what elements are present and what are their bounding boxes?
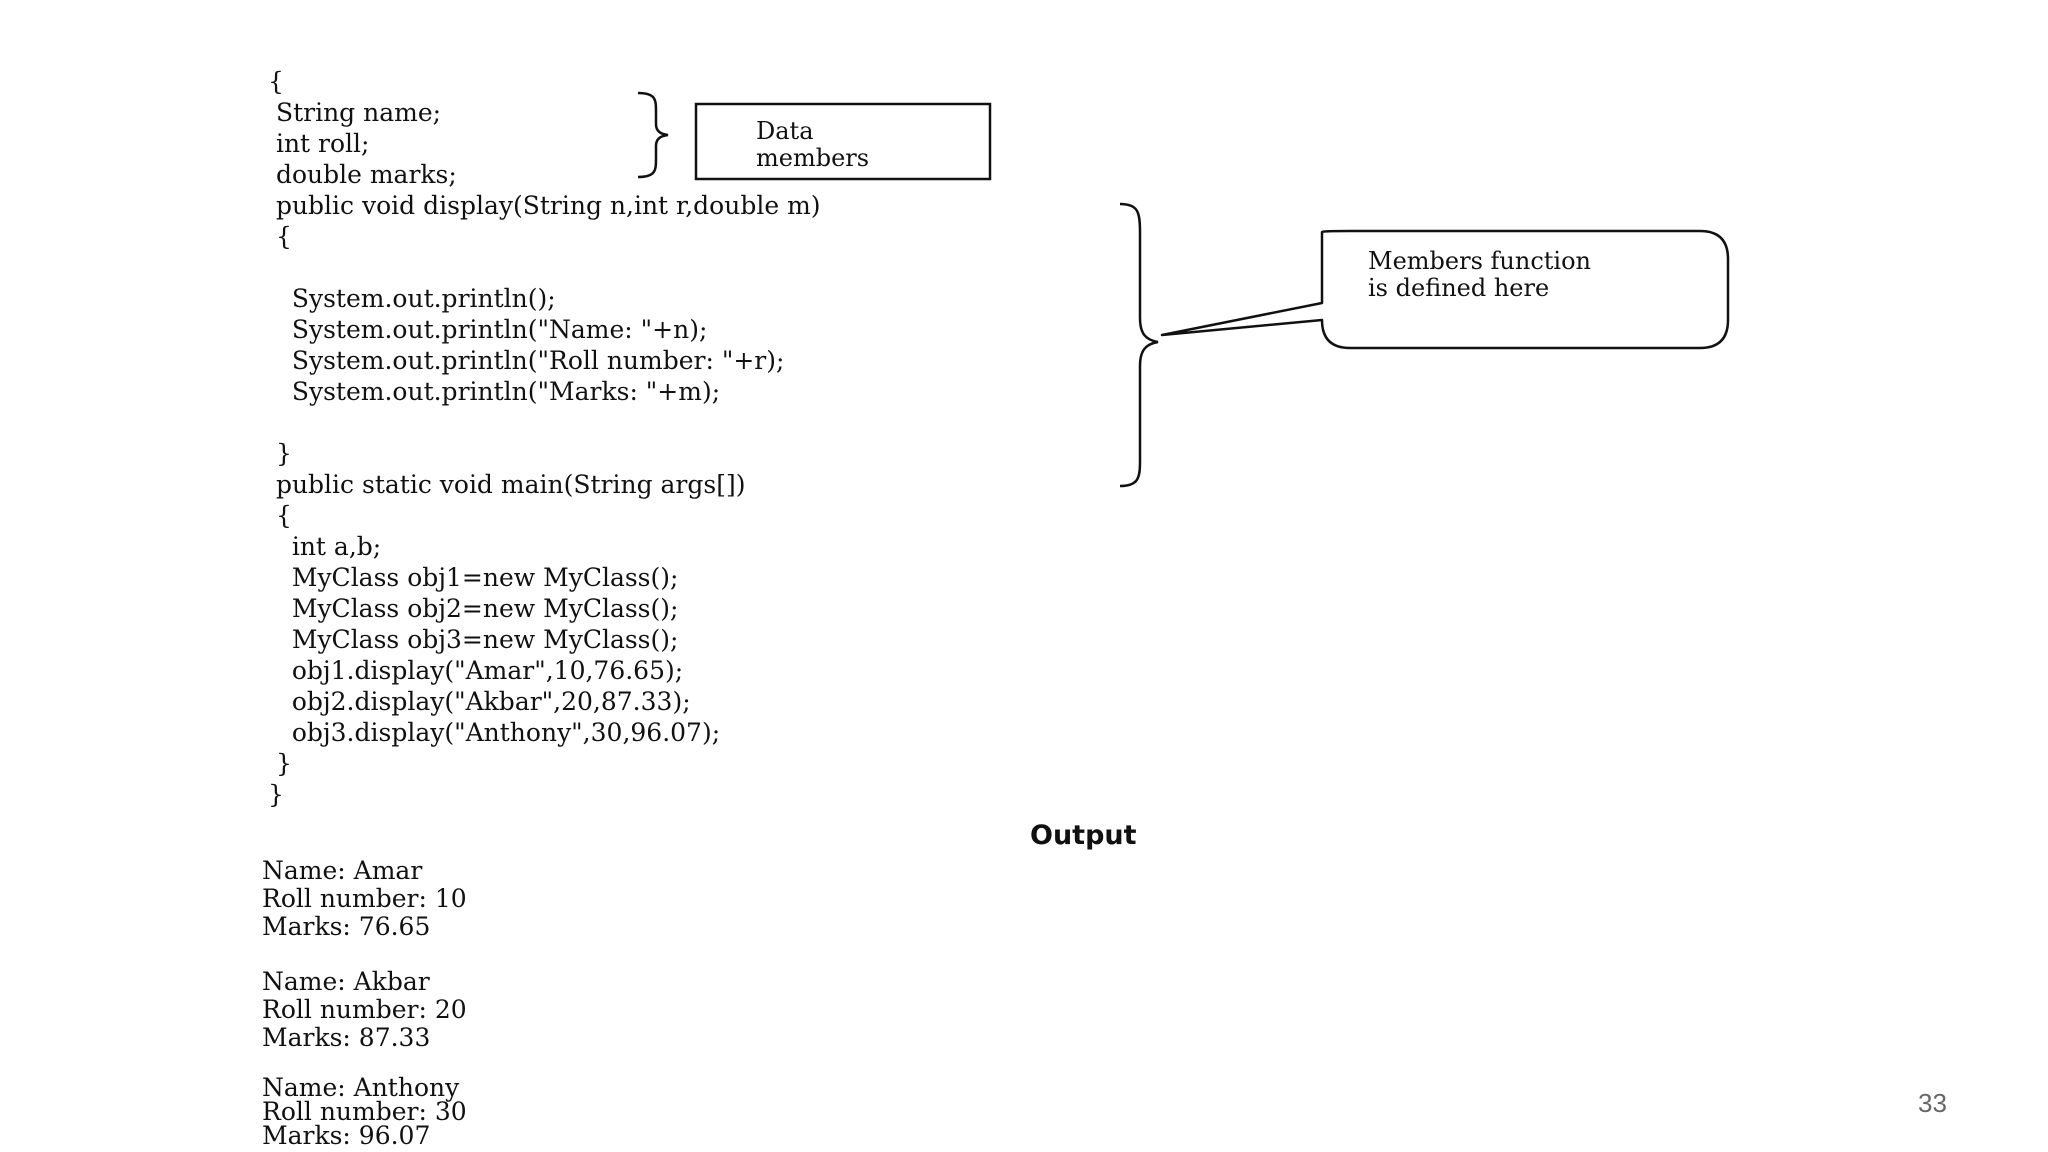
output-line: Marks: 76.65 — [262, 912, 431, 941]
data-members-label-line1: Data — [756, 117, 814, 145]
code-line: int roll; — [268, 129, 370, 158]
output-heading: Output — [1030, 820, 1137, 851]
code-line: obj3.display("Anthony",30,96.07); — [268, 718, 721, 747]
code-line: obj2.display("Akbar",20,87.33); — [268, 687, 691, 716]
code-line: System.out.println(); — [268, 284, 556, 313]
code-line: obj1.display("Amar",10,76.65); — [268, 656, 684, 685]
code-line: System.out.println("Name: "+n); — [268, 315, 708, 344]
code-line: public void display(String n,int r,doubl… — [268, 191, 821, 220]
code-line: MyClass obj2=new MyClass(); — [268, 594, 679, 623]
code-line: MyClass obj1=new MyClass(); — [268, 563, 679, 592]
data-members-brace — [637, 91, 669, 179]
code-line: { — [268, 501, 292, 530]
code-line: } — [268, 439, 292, 468]
member-function-brace — [1119, 202, 1159, 488]
output-line: Marks: 96.07 — [262, 1121, 431, 1150]
member-function-label-line2: is defined here — [1368, 274, 1550, 302]
code-line: int a,b; — [268, 532, 382, 561]
output-line: Roll number: 10 — [262, 884, 467, 913]
code-line: public static void main(String args[]) — [268, 470, 746, 499]
data-members-label-line2: members — [756, 144, 870, 172]
output-line: Roll number: 30 — [262, 1097, 467, 1126]
code-line: } — [268, 749, 292, 778]
output-line: Name: Amar — [262, 856, 423, 885]
code-line: System.out.println("Roll number: "+r); — [268, 346, 785, 375]
member-function-label-line1: Members function — [1368, 247, 1591, 275]
code-line: { — [268, 67, 284, 96]
code-line: } — [268, 780, 284, 809]
output-line: Name: Akbar — [262, 967, 430, 996]
code-line: String name; — [268, 98, 442, 127]
member-function-callout — [1160, 229, 1730, 350]
output-line: Marks: 87.33 — [262, 1023, 431, 1052]
page-number: 33 — [1918, 1088, 1947, 1118]
code-line: System.out.println("Marks: "+m); — [268, 377, 721, 406]
data-members-box — [694, 102, 992, 181]
output-line: Roll number: 20 — [262, 995, 467, 1024]
code-line: { — [268, 222, 292, 251]
code-line: double marks; — [268, 160, 457, 189]
code-line: MyClass obj3=new MyClass(); — [268, 625, 679, 654]
output-line: Name: Anthony — [262, 1073, 460, 1102]
